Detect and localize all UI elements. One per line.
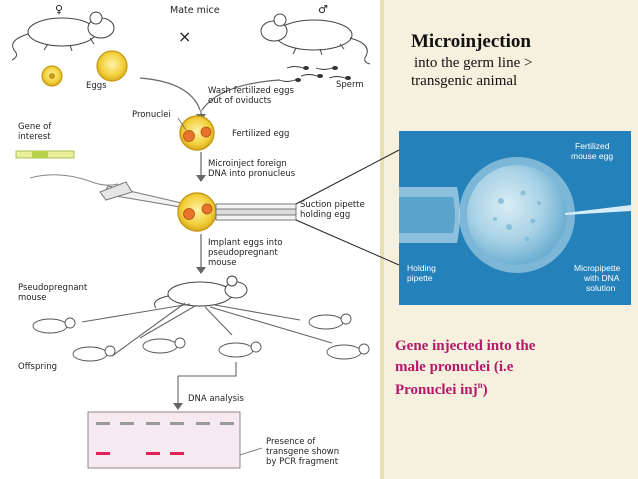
photo-label-holding-1: Holding — [407, 263, 436, 273]
sperm-label: Sperm — [336, 80, 364, 90]
presence-label-3: by PCR fragment — [266, 457, 339, 467]
eggs-group — [41, 50, 128, 87]
gene-of-interest-label-2: interest — [18, 132, 51, 142]
slide-title: Microinjection — [411, 31, 531, 52]
microinjection-photo: Fertilized mouse egg Holding pipette Mic… — [399, 131, 631, 305]
photo-art — [399, 131, 631, 305]
suction-pipette — [215, 203, 297, 221]
fertilized-egg-label: Fertilized egg — [232, 129, 290, 139]
wash-label-2: out of oviducts — [208, 96, 272, 106]
dna-analysis-label: DNA analysis — [188, 394, 244, 404]
presence-label-1: Presence of — [266, 437, 316, 447]
suction-label-1: Suction pipette — [300, 200, 365, 210]
arrow-3 — [196, 234, 206, 274]
presence-label-2: transgene shown — [266, 447, 340, 457]
injected-egg — [177, 192, 217, 232]
implant-label-1: Implant eggs into — [208, 238, 283, 248]
implant-label-2: pseudopregnant — [208, 248, 278, 258]
gene-note-3: Pronuclei injn) — [395, 380, 488, 399]
offspring-label: Offspring — [18, 362, 58, 372]
photo-label-holding-2: pipette — [407, 273, 433, 283]
offspring-mouse-icon — [32, 317, 76, 334]
dna-analysis-arrow — [173, 362, 237, 410]
microinject-label-2: DNA into pronucleus — [208, 169, 296, 179]
male-mouse-icon — [260, 13, 371, 65]
photo-label-fertilized-1: Fertilized — [575, 141, 610, 151]
microinject-label-1: Microinject foreign — [208, 159, 287, 169]
offspring-mouse-icon — [142, 337, 186, 354]
gene-note-2: male pronuclei (i.e — [395, 359, 514, 375]
offspring-mice — [32, 313, 370, 362]
cross-symbol: × — [178, 27, 192, 46]
offspring-mouse-icon — [218, 341, 262, 358]
eggs-label: Eggs — [86, 81, 107, 91]
female-symbol: ♀ — [55, 3, 64, 16]
mate-mice-label: Mate mice — [170, 5, 220, 16]
photo-label-micropipette-3: solution — [586, 283, 616, 293]
gene-note-1: Gene injected into the — [395, 338, 536, 354]
offspring-mouse-icon — [72, 345, 116, 362]
gene-note-3-suffix: ) — [482, 382, 488, 398]
suction-label-2: holding egg — [300, 210, 351, 220]
photo-label-fertilized-2: mouse egg — [571, 151, 614, 161]
slide-subtitle-2: transgenic animal — [411, 73, 518, 89]
pronuclei-label: Pronuclei — [132, 110, 171, 120]
gene-note-3-prefix: Pronuclei inj — [395, 382, 478, 398]
sperm-group — [278, 65, 351, 83]
arrow-2 — [196, 152, 206, 182]
gel-bands-control — [96, 422, 234, 425]
photo-label-micropipette-1: Micropipette — [574, 263, 621, 273]
wash-label-1: Wash fertilized eggs — [208, 86, 294, 96]
offspring-mouse-icon — [326, 343, 370, 360]
presence-pointer — [239, 447, 263, 456]
male-symbol: ♂ — [318, 3, 328, 16]
female-mouse-icon — [11, 11, 115, 61]
injection-pipette — [99, 181, 187, 209]
implant-label-3: mouse — [208, 258, 237, 268]
pronuclei-pointer — [177, 117, 187, 131]
photo-leader-lines — [295, 149, 400, 266]
gene-dna-strip — [15, 150, 119, 186]
pseudopregnant-label-2: mouse — [18, 293, 47, 303]
panel-divider — [380, 0, 384, 479]
slide-subtitle-1: into the germ line > — [414, 55, 533, 71]
pseudopregnant-label-1: Pseudopregnant — [18, 283, 88, 293]
gel-panel — [87, 411, 241, 469]
offspring-mouse-icon — [308, 313, 352, 330]
photo-label-micropipette-2: with DNA — [584, 273, 620, 283]
offspring-arrows — [81, 302, 333, 357]
gene-of-interest-label-1: Gene of — [18, 122, 52, 132]
fertilized-egg — [179, 115, 215, 151]
pseudopregnant-mouse-icon — [154, 275, 248, 309]
gene-note-3-sup: n — [477, 380, 483, 390]
gel-bands-transgene — [96, 452, 184, 455]
